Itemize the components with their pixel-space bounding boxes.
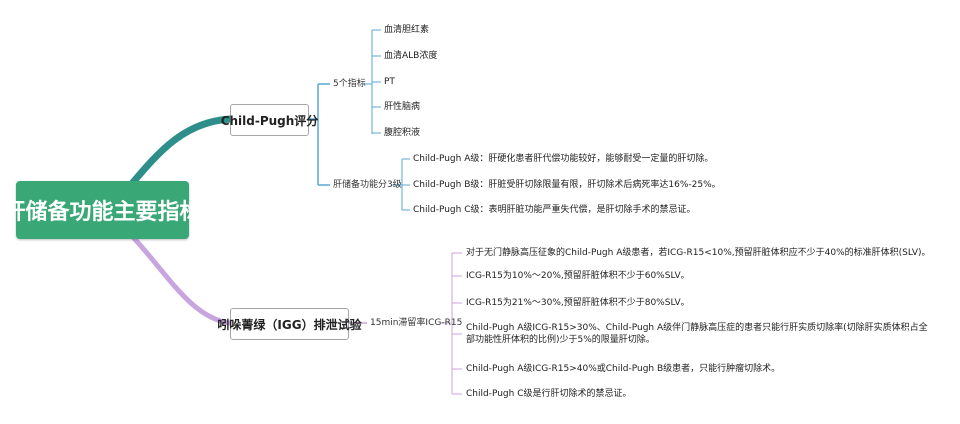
root-topic[interactable]: 肝储备功能主要指标 (4, 181, 202, 239)
icg-item[interactable]: ICG-R15为10%～20%,预留肝脏体积不少于60%SLV。 (466, 271, 690, 281)
indicator-item[interactable]: 血清ALB浓度 (384, 51, 438, 61)
indicator-item[interactable]: 腹腔积液 (384, 128, 421, 138)
group-grades-label[interactable]: 肝储备功能分3级 (333, 180, 402, 190)
indicator-item[interactable]: 血清胆红素 (384, 25, 430, 35)
grade-item-b[interactable]: Child-Pugh B级：肝脏受肝切除限量有限，肝切除术后病死率达16%-25… (413, 180, 721, 190)
group-indicators-label[interactable]: 5个指标 (333, 79, 366, 89)
branch-child-pugh[interactable]: Child-Pugh评分 (221, 104, 318, 136)
branch-icg[interactable]: 吲哚菁绿（IGG）排泄试验 (217, 308, 362, 340)
icg-item[interactable]: Child-Pugh A级ICG-R15>40%或Child-Pugh B级患者… (466, 364, 781, 374)
grades-bracket (392, 158, 410, 211)
grade-item-a[interactable]: Child-Pugh A级：肝硬化患者肝代偿功能较好，能够耐受一定量的肝切除。 (413, 154, 714, 164)
root-to-icg-connector (127, 231, 233, 326)
icg-item[interactable]: ICG-R15为21%～30%,预留肝脏体积不少于80%SLV。 (466, 298, 690, 308)
indicator-item[interactable]: PT (384, 77, 395, 87)
grade-item-c[interactable]: Child-Pugh C级：表明肝脏功能严重失代偿，是肝切除手术的禁忌证。 (413, 205, 696, 215)
indicator-item[interactable]: 肝性脑病 (384, 102, 421, 112)
childpugh-to-groups-connector (307, 83, 330, 186)
icg-bracket (441, 252, 462, 395)
icg-item[interactable]: Child-Pugh A级ICG-R15>30%、Child-Pugh A级伴门… (466, 323, 928, 345)
group-icg-label[interactable]: 15min滞留率ICG-R15 (370, 318, 463, 328)
icg-item[interactable]: Child-Pugh C级是行肝切除术的禁忌证。 (466, 389, 632, 399)
icg-item[interactable]: 对于无门静脉高压征象的Child-Pugh A级患者，若ICG-R15<10%,… (466, 248, 931, 258)
root-to-childpugh-connector (126, 115, 234, 190)
indicators-bracket (363, 29, 381, 134)
